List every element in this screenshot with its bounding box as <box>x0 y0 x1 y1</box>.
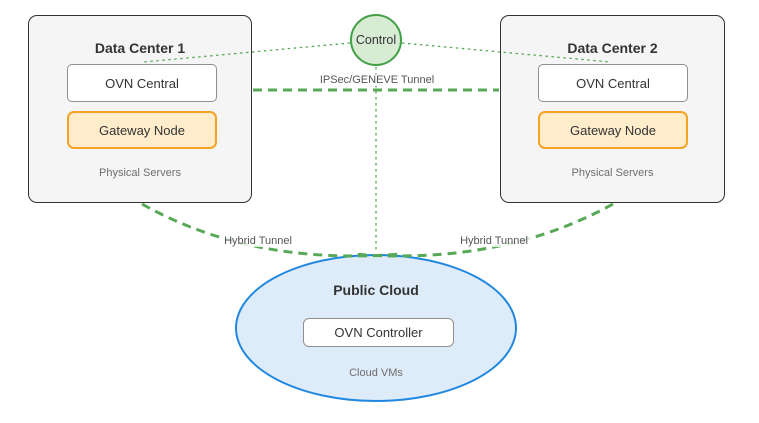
edge-hybrid-tunnel-right <box>351 202 614 258</box>
ipsec-tunnel-label: IPSec/GENEVE Tunnel <box>316 74 438 86</box>
ovn-controller-label: OVN Controller <box>334 325 423 340</box>
physical-servers-1-caption: Physical Servers <box>99 167 181 179</box>
gateway-node-1-box: Gateway Node <box>67 111 217 149</box>
cloud-vms-caption: Cloud VMs <box>349 367 403 379</box>
edge-hybrid-tunnel-left <box>141 202 401 258</box>
ovn-central-1-box: OVN Central <box>67 64 217 102</box>
control-node: Control <box>350 14 402 66</box>
ovn-central-2-label: OVN Central <box>576 75 650 91</box>
control-label: Control <box>355 33 397 47</box>
gateway-node-2-box: Gateway Node <box>538 111 688 149</box>
gateway-node-1-label: Gateway Node <box>99 122 185 138</box>
datacenter-1-title: Data Center 1 <box>94 40 186 56</box>
public-cloud-title: Public Cloud <box>333 282 419 298</box>
gateway-node-2-label: Gateway Node <box>570 122 656 138</box>
datacenter-1-node: Data Center 1 OVN Central Gateway Node P… <box>28 15 252 203</box>
public-cloud-node: Public Cloud OVN Controller Cloud VMs <box>235 254 517 402</box>
physical-servers-2-caption: Physical Servers <box>571 167 654 179</box>
datacenter-2-title: Data Center 2 <box>567 40 658 56</box>
ovn-central-1-label: OVN Central <box>105 75 179 91</box>
hybrid-tunnel-right-label: Hybrid Tunnel <box>457 235 531 247</box>
ovn-controller-box: OVN Controller <box>303 318 454 347</box>
ovn-central-2-box: OVN Central <box>538 64 688 102</box>
datacenter-2-node: Data Center 2 OVN Central Gateway Node P… <box>500 15 725 203</box>
hybrid-tunnel-left-label: Hybrid Tunnel <box>221 235 295 247</box>
